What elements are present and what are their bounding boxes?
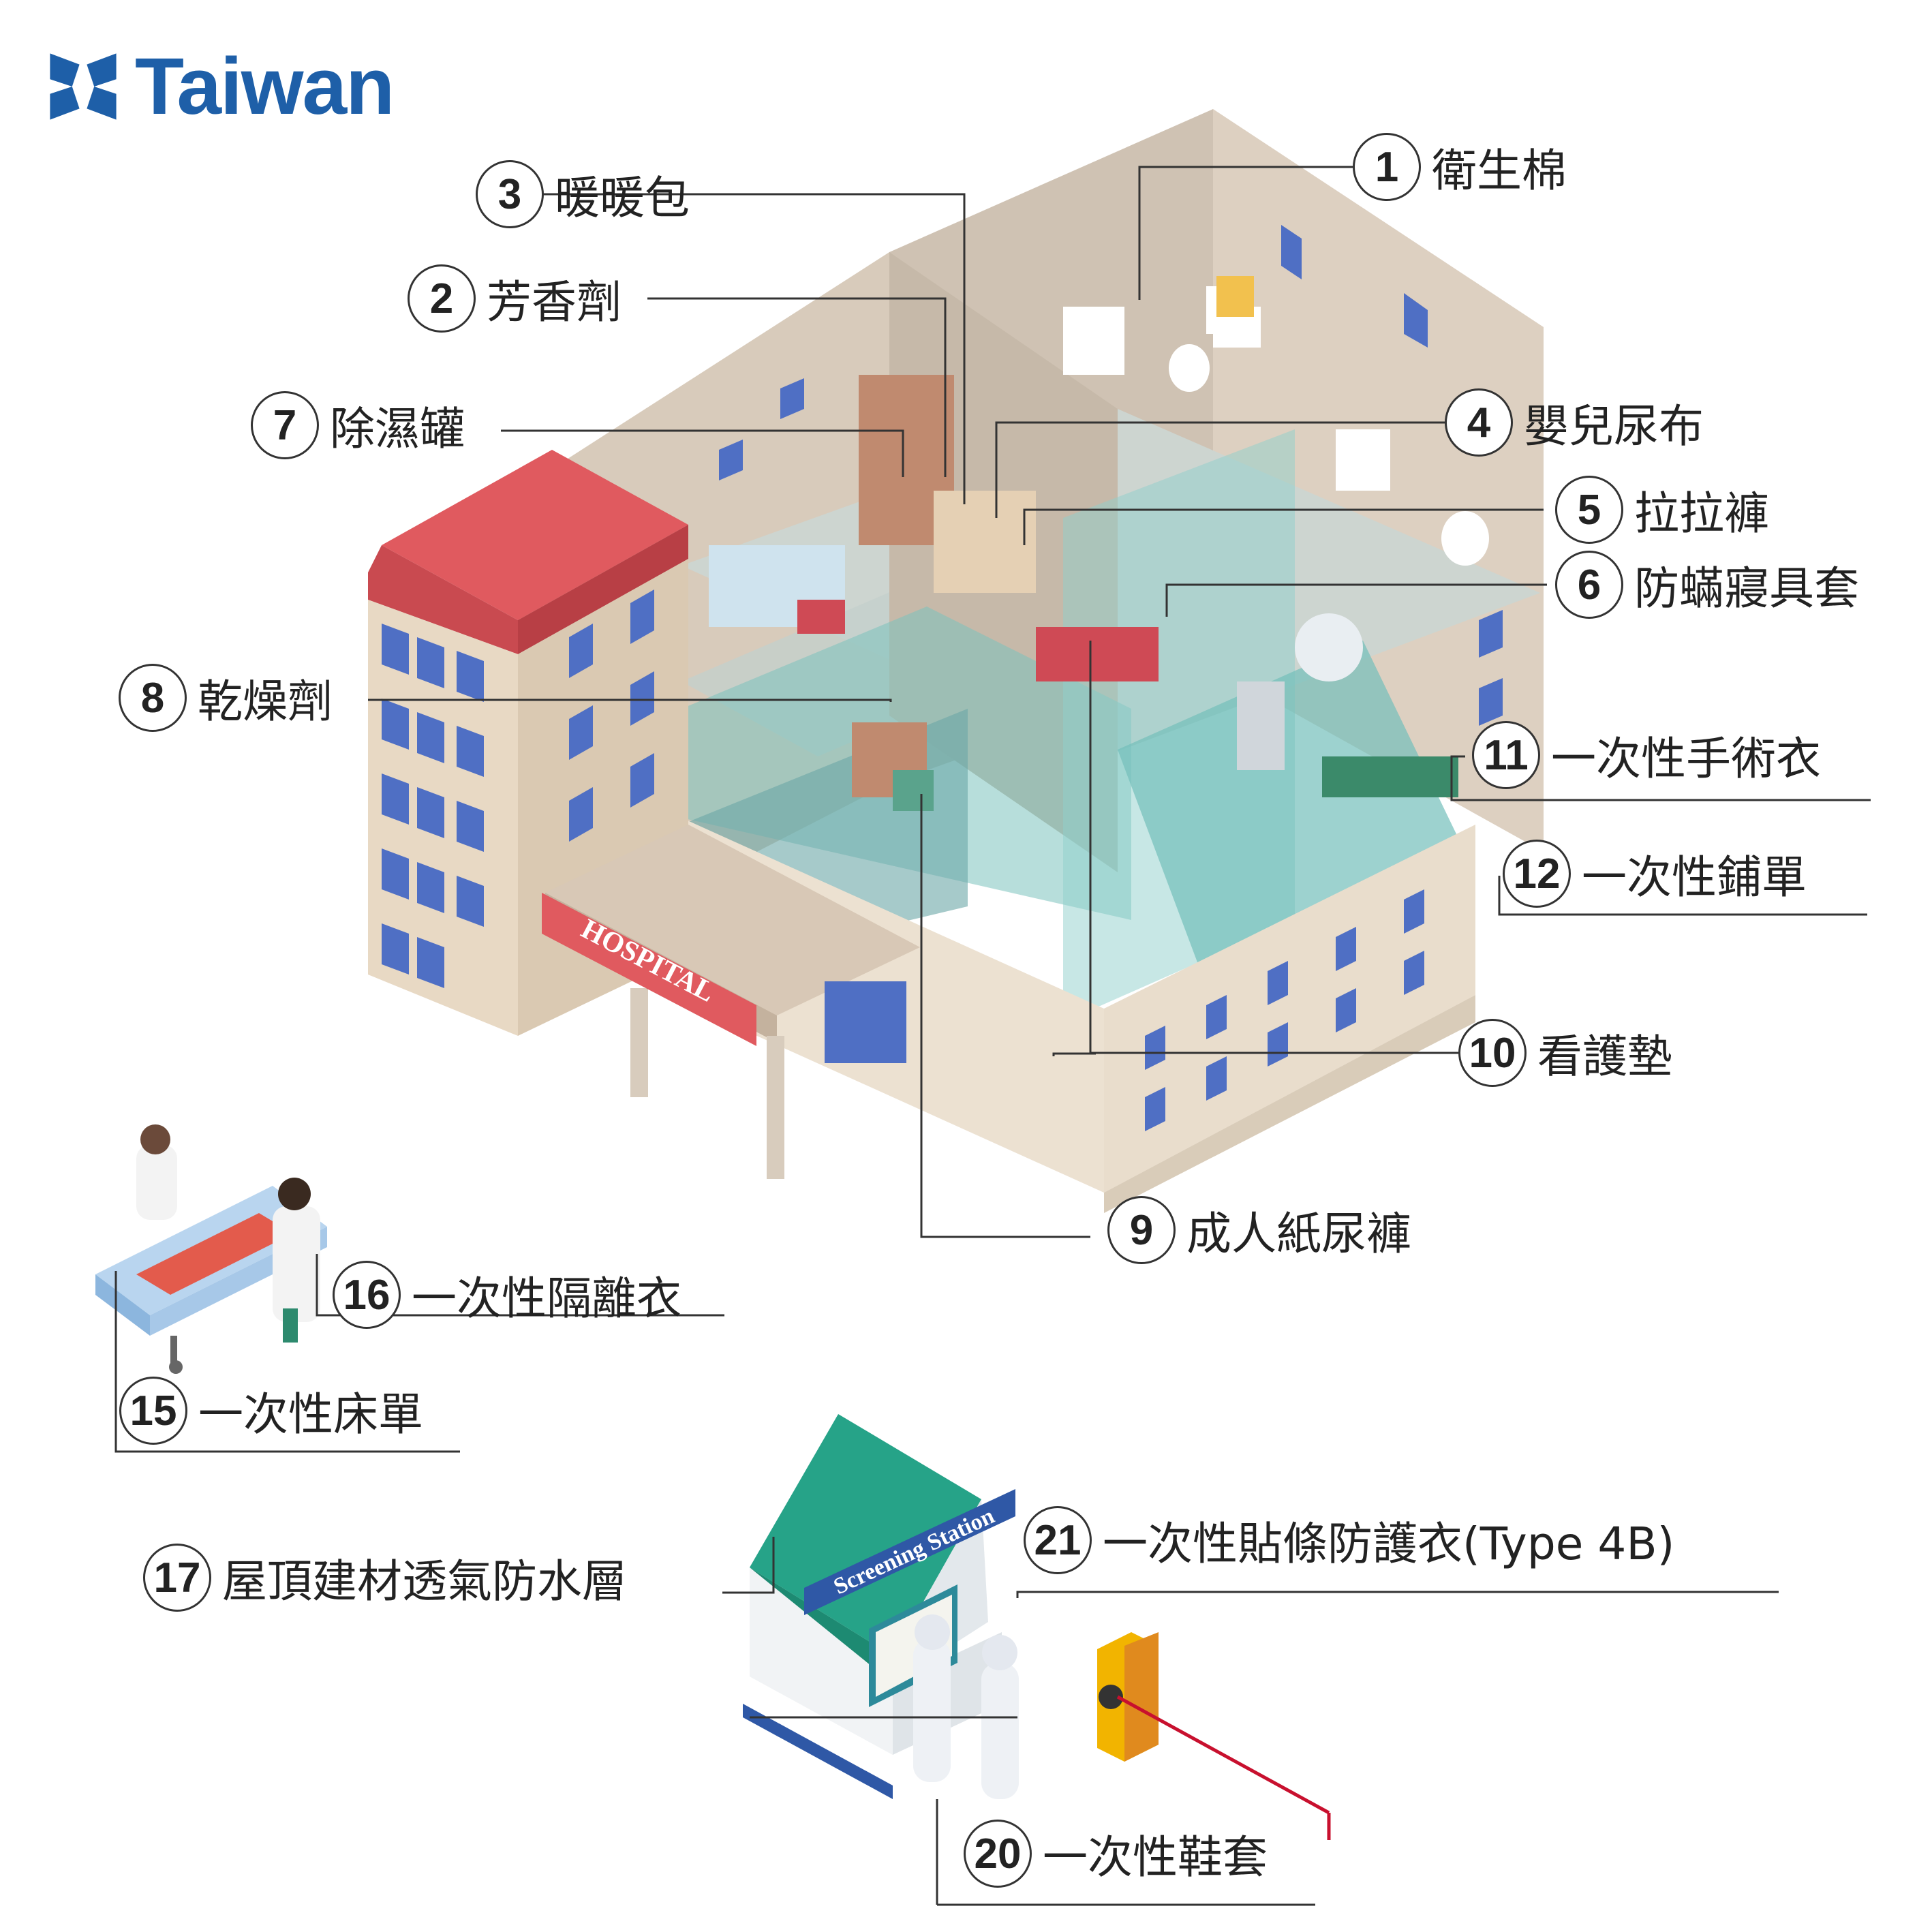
surgery-floor (1118, 641, 1458, 968)
canopy-post-right (767, 1036, 784, 1179)
callout-number: 20 (964, 1820, 1032, 1888)
taiwan-logo-icon (50, 53, 117, 120)
callout-11: 11 一次性手術衣 (1472, 721, 1821, 789)
callout-label: 一次性鋪單 (1582, 851, 1807, 904)
callout-number: 12 (1503, 840, 1571, 908)
callout-number: 2 (408, 264, 476, 333)
callout-label: 一次性貼條防護衣(Type 4B) (1103, 1518, 1675, 1570)
callout-number: 1 (1353, 133, 1421, 201)
callout-label: 芳香劑 (487, 276, 622, 328)
callout-label: 拉拉褲 (1634, 487, 1769, 540)
callout-3: 3 暖暖包 (476, 160, 690, 228)
callout-label: 屋頂建材透氣防水層 (222, 1555, 627, 1608)
callout-label: 乾燥劑 (198, 675, 333, 728)
callout-number: 6 (1555, 551, 1623, 619)
lower-right-wall (1104, 825, 1475, 1193)
callout-15: 15 一次性床單 (119, 1377, 423, 1445)
callout-number: 17 (143, 1544, 211, 1612)
callout-label: 防蟎寢具套 (1634, 562, 1859, 615)
tower-roof-top (382, 450, 688, 620)
callout-6: 6 防蟎寢具套 (1555, 551, 1859, 619)
callout-16: 16 一次性隔離衣 (333, 1261, 681, 1329)
callout-label: 一次性鞋套 (1043, 1831, 1268, 1884)
interior-details (709, 276, 1489, 811)
callout-2: 2 芳香劑 (408, 264, 622, 333)
canopy-post-left (630, 988, 648, 1097)
callout-label: 一次性隔離衣 (412, 1272, 681, 1325)
callout-label: 看護墊 (1537, 1030, 1672, 1083)
callout-number: 10 (1458, 1019, 1527, 1087)
callout-1: 1 衛生棉 (1353, 133, 1567, 201)
lower-right-face (1104, 995, 1475, 1213)
callout-7: 7 除濕罐 (251, 391, 465, 459)
screening-station: Screening Station (743, 1414, 1331, 1840)
callout-number: 7 (251, 391, 319, 459)
callout-21: 21 一次性貼條防護衣(Type 4B) (1024, 1506, 1674, 1574)
callout-5: 5 拉拉褲 (1555, 476, 1769, 544)
callout-number: 21 (1024, 1506, 1092, 1574)
callout-label: 衛生棉 (1432, 144, 1567, 197)
stretcher-illustration (95, 1124, 327, 1374)
tower-roof-right (518, 525, 688, 654)
brand-logo: Taiwan (46, 42, 395, 132)
brand-logo-text: Taiwan (135, 42, 395, 132)
callout-label: 除濕罐 (330, 403, 465, 455)
callout-number: 4 (1445, 388, 1513, 457)
callout-20: 20 一次性鞋套 (964, 1820, 1268, 1888)
callout-number: 11 (1472, 721, 1540, 789)
callout-9: 9 成人紙尿褲 (1107, 1196, 1411, 1264)
callout-number: 3 (476, 160, 544, 228)
callout-label: 暖暖包 (555, 172, 690, 224)
callout-number: 8 (119, 664, 187, 732)
callout-10: 10 看護墊 (1458, 1019, 1672, 1087)
entrance-door (825, 981, 906, 1063)
leader-lines (114, 166, 1871, 1906)
callout-number: 5 (1555, 476, 1623, 544)
callout-label: 一次性床單 (198, 1388, 423, 1441)
callout-number: 16 (333, 1261, 401, 1329)
callout-8: 8 乾燥劑 (119, 664, 333, 732)
callout-17: 17 屋頂建材透氣防水層 (143, 1544, 627, 1612)
tower-windows (382, 225, 1503, 1131)
callout-label: 成人紙尿褲 (1186, 1208, 1411, 1260)
callout-label: 嬰兒尿布 (1524, 400, 1704, 453)
tower-roof-left (368, 545, 518, 654)
callout-label: 一次性手術衣 (1551, 733, 1821, 785)
callout-number: 15 (119, 1377, 187, 1445)
callout-12: 12 一次性鋪單 (1503, 840, 1807, 908)
callout-4: 4 嬰兒尿布 (1445, 388, 1704, 457)
canopy-roof (545, 825, 920, 1015)
callout-number: 9 (1107, 1196, 1176, 1264)
